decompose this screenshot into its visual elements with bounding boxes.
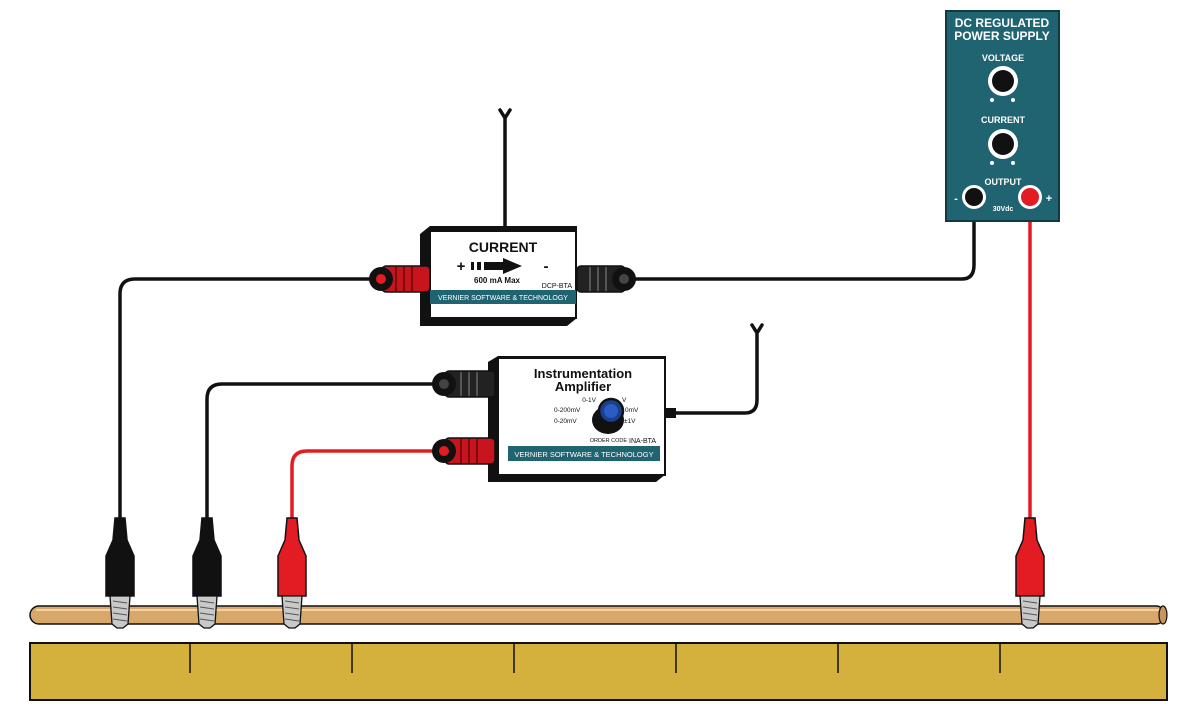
amp-title-1: Instrumentation xyxy=(534,366,632,381)
sensor-brand-bar xyxy=(430,290,576,304)
sensor-cable xyxy=(498,108,512,232)
output-label: OUTPUT xyxy=(985,177,1023,187)
amp-order-code-label: ORDER CODE xyxy=(590,438,628,444)
wire-amp-black xyxy=(205,382,444,522)
current-knob[interactable] xyxy=(988,129,1018,165)
amp-cable-port xyxy=(666,408,676,418)
wire-sensor-in xyxy=(118,277,380,522)
amp-cable xyxy=(674,323,764,415)
supply-plus-terminal[interactable] xyxy=(1018,185,1042,209)
rating-label: 30Vdc xyxy=(993,206,1014,213)
clip-black-2[interactable] xyxy=(192,517,222,629)
meter-ruler xyxy=(29,642,1168,701)
amp-range-200mv: 0-200mV xyxy=(554,407,581,414)
voltage-knob[interactable] xyxy=(988,66,1018,102)
clip-red-4[interactable] xyxy=(1015,517,1045,629)
wire-amp-red xyxy=(290,449,444,522)
sensor-model: DCP-BTA xyxy=(542,283,573,290)
clip-red-3[interactable] xyxy=(277,517,307,629)
sensor-plus-label: + xyxy=(457,258,466,275)
amp-red-terminal xyxy=(432,437,496,465)
amp-range-right-top: V xyxy=(622,397,627,404)
sensor-title: CURRENT xyxy=(469,239,538,255)
amp-range-right-bot: ±1V xyxy=(624,418,636,425)
voltage-label: VOLTAGE xyxy=(982,53,1024,63)
supply-title-1: DC REGULATED xyxy=(955,16,1050,30)
supply-minus-terminal[interactable] xyxy=(962,185,986,209)
amp-brand: VERNIER SOFTWARE & TECHNOLOGY xyxy=(514,450,653,459)
amp-range-right-mid: 0mV xyxy=(625,407,639,414)
supply-title-2: POWER SUPPLY xyxy=(954,29,1050,43)
amp-range-knob[interactable] xyxy=(592,397,625,434)
amp-title-2: Amplifier xyxy=(555,379,611,394)
plus-label: + xyxy=(1046,193,1052,205)
power-supply: DC REGULATED POWER SUPPLY VOLTAGE CURREN… xyxy=(945,10,1060,222)
sensor-brand: VERNIER SOFTWARE & TECHNOLOGY xyxy=(438,295,568,302)
current-sensor: CURRENT + - 600 mA Max DCP-BTA VERNIER S… xyxy=(369,226,636,326)
amp-order-code: INA-BTA xyxy=(629,438,656,445)
amp-black-terminal xyxy=(432,370,496,398)
amp-range-1v: 0-1V xyxy=(582,397,596,404)
amp-brand-bar xyxy=(508,446,660,461)
sensor-black-terminal xyxy=(576,265,636,293)
minus-label: - xyxy=(954,193,958,205)
sensor-minus-label: - xyxy=(544,258,549,275)
amp-range-20mv: 0-20mV xyxy=(554,418,577,425)
instrumentation-amplifier: Instrumentation Amplifier 0-1V 0-200mV 0… xyxy=(432,356,676,482)
clip-black-1[interactable] xyxy=(105,517,135,629)
wire-sensor-to-supply xyxy=(623,198,976,281)
sensor-max-rating: 600 mA Max xyxy=(474,276,521,285)
current-direction-arrow-icon xyxy=(471,258,522,274)
sensor-red-terminal xyxy=(369,265,431,293)
copper-rod xyxy=(29,605,1168,625)
current-label: CURRENT xyxy=(981,115,1026,125)
